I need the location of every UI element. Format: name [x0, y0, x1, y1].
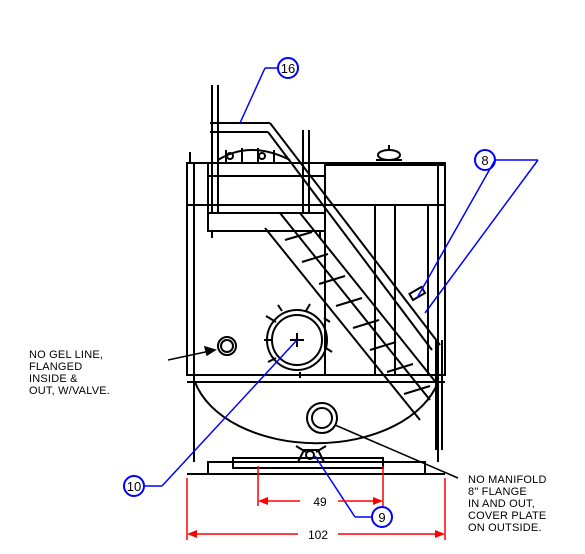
manifold-note-line-2: 8" FLANGE [468, 486, 527, 498]
manifold-note-line-3: IN AND OUT, [468, 498, 535, 510]
manifold-note-line-5: ON OUTSIDE. [468, 522, 542, 534]
dimension-inner-width-label: 49 [313, 495, 327, 509]
dimension-overall-width-label: 102 [308, 528, 328, 542]
manifold-leader [334, 424, 459, 479]
callout-bottom-fitting: 9 [314, 455, 393, 528]
bottom-fitting [295, 445, 327, 463]
callout-ladder-label: 16 [281, 61, 295, 76]
callout-vessel-side-label: 8 [481, 153, 488, 168]
callout-manway-label: 10 [127, 479, 141, 494]
dimension-inner-width [257, 466, 384, 506]
tank-body [186, 162, 446, 475]
gel-line-note-line-3: INSIDE & [29, 373, 78, 385]
callout-bottom-fitting-label: 9 [378, 510, 385, 525]
manifold-port [306, 402, 338, 434]
callout-ladder: 16 [239, 57, 299, 124]
gel-line-note-line-2: FLANGED [29, 361, 82, 373]
manway [264, 303, 333, 378]
manifold-note-line-1: NO MANIFOLD [468, 474, 547, 486]
gel-line-leader [167, 350, 211, 361]
gel-line-note-line-4: OUT, W/VALVE. [29, 385, 110, 397]
dimension-overall-width [186, 478, 446, 540]
gel-line-port [217, 336, 237, 356]
manifold-note-line-4: COVER PLATE [468, 510, 546, 522]
note-leaders [167, 345, 459, 479]
gel-line-note-line-1: NO GEL LINE, [29, 349, 103, 361]
top-valve-cluster [189, 148, 291, 163]
manifold-note: NO MANIFOLD 8" FLANGE IN AND OUT, COVER … [468, 474, 547, 534]
top-hatch [376, 145, 402, 161]
platform-and-stairs [207, 85, 443, 450]
callout-vessel-side: 8 [416, 149, 539, 314]
gel-line-note: NO GEL LINE, FLANGED INSIDE & OUT, W/VAL… [29, 349, 110, 397]
tank-bottom-shell [194, 381, 439, 445]
callout-manway: 10 [123, 339, 298, 497]
